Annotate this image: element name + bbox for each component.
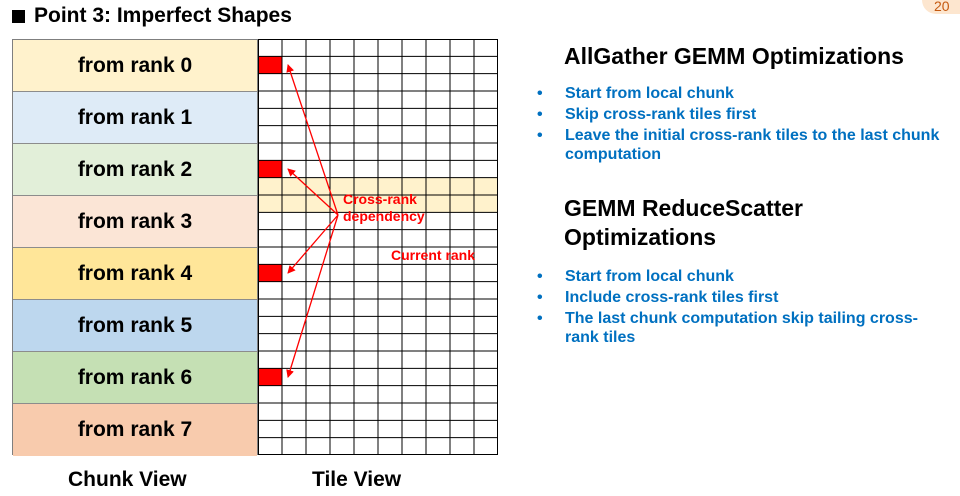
tile-grid-svg: [258, 39, 498, 455]
dependency-tile: [258, 160, 282, 178]
reducescatter-bullet: Include cross-rank tiles first: [537, 288, 942, 307]
chunk-row-label: from rank 6: [77, 365, 193, 389]
dependency-arrow: [287, 168, 339, 216]
dependency-tile: [258, 56, 282, 74]
chunk-row-rank-6: from rank 6: [13, 352, 257, 404]
tile-view-grid: Cross-rank dependency Current rank: [258, 39, 498, 455]
allgather-bullet: Start from local chunk: [537, 84, 942, 103]
allgather-bullet-list: Start from local chunk Skip cross-rank t…: [537, 84, 942, 166]
current-rank-label: Current rank: [391, 247, 476, 263]
chunk-row-rank-0: from rank 0: [13, 40, 257, 92]
reducescatter-bullet: Start from local chunk: [537, 267, 942, 286]
dependency-arrow: [287, 214, 339, 274]
chunk-row-label: from rank 7: [77, 418, 193, 441]
chunk-row-label: from rank 0: [77, 53, 193, 77]
reducescatter-heading-line2: Optimizations: [564, 224, 717, 250]
chunk-row-label: from rank 1: [77, 105, 193, 129]
chunk-view: from rank 0 from rank 1 from rank 2 from…: [12, 39, 258, 456]
cross-rank-label-line2: dependency: [343, 208, 425, 224]
chunk-row-label: from rank 3: [77, 209, 193, 233]
chunk-row-rank-4: from rank 4: [13, 248, 257, 300]
chunk-row-rank-1: from rank 1: [13, 92, 257, 144]
allgather-bullet: Skip cross-rank tiles first: [537, 105, 942, 124]
chunk-row-rank-7: from rank 7: [13, 404, 257, 456]
chunk-row-rank-2: from rank 2: [13, 144, 257, 196]
chunk-row-rank-5: from rank 5: [13, 300, 257, 352]
dependency-arrow: [286, 214, 339, 378]
cross-rank-label-line1: Cross-rank: [343, 191, 417, 207]
chunk-row-label: from rank 4: [77, 261, 193, 285]
dependency-arrow: [286, 64, 339, 216]
dependency-tile: [258, 264, 282, 282]
chunk-row-rank-3: from rank 3: [13, 196, 257, 248]
chunk-row-label: from rank 2: [77, 157, 193, 181]
allgather-bullet: Leave the initial cross-rank tiles to th…: [537, 126, 942, 164]
reducescatter-bullet-list: Start from local chunk Include cross-ran…: [537, 267, 942, 349]
tile-view-label: Tile View: [312, 468, 402, 491]
reducescatter-bullet: The last chunk computation skip tailing …: [537, 309, 942, 347]
allgather-heading: AllGather GEMM Optimizations: [564, 43, 904, 69]
chunk-view-label: Chunk View: [68, 468, 187, 491]
square-bullet-icon: [12, 9, 25, 23]
slide-title: Point 3: Imperfect Shapes: [12, 4, 292, 28]
dependency-tile: [258, 368, 282, 386]
slide-title-text: Point 3: Imperfect Shapes: [34, 4, 292, 27]
chunk-row-label: from rank 5: [77, 313, 193, 337]
reducescatter-heading-line1: GEMM ReduceScatter: [564, 195, 804, 221]
page-number-badge: 20: [922, 0, 960, 14]
reducescatter-heading: GEMM ReduceScatter Optimizations: [564, 194, 803, 252]
